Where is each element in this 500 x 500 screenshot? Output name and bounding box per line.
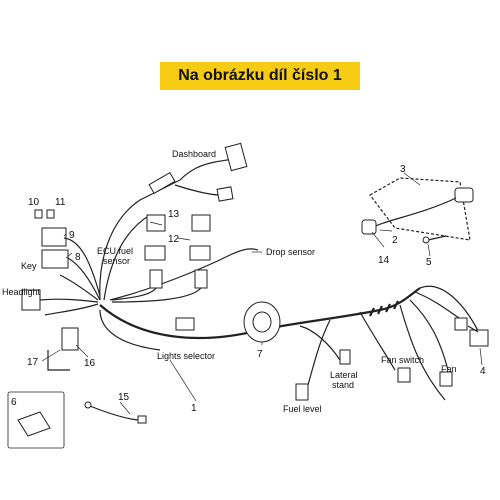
label-ecu-line1: ECU fuel xyxy=(97,246,133,256)
small-parts xyxy=(7,391,147,449)
leader-lines xyxy=(41,172,483,415)
num-14: 14 xyxy=(378,255,390,266)
num-5: 5 xyxy=(426,257,432,268)
num-4: 4 xyxy=(480,366,486,377)
main-harness xyxy=(44,179,486,401)
num-1: 1 xyxy=(191,403,197,414)
num-8: 8 xyxy=(75,252,81,263)
num-12: 12 xyxy=(168,234,180,245)
num-15: 15 xyxy=(118,392,130,403)
num-11: 11 xyxy=(55,197,66,208)
label-dashboard: Dashboard xyxy=(172,149,216,159)
label-headlight: Headlight xyxy=(2,287,41,297)
label-drop-sensor: Drop sensor xyxy=(266,247,315,257)
label-ecu-line2: sensor xyxy=(103,256,130,266)
left-connectors xyxy=(21,209,101,371)
num-10: 10 xyxy=(28,197,40,208)
label-lateral-line1: Lateral xyxy=(330,370,358,380)
num-6: 6 xyxy=(11,397,17,408)
num-16: 16 xyxy=(84,358,96,369)
dashboard-connectors xyxy=(148,142,248,202)
num-13: 13 xyxy=(168,209,180,220)
label-lights-selector: Lights selector xyxy=(157,351,215,361)
part-banner: Na obrázku díl číslo 1 xyxy=(160,62,360,90)
label-lateral-line2: stand xyxy=(332,380,354,390)
misc-connectors xyxy=(175,317,468,401)
part-numbers: 1 2 3 4 5 6 7 8 9 10 11 12 13 14 15 16 1… xyxy=(11,164,486,414)
label-key: Key xyxy=(21,261,37,271)
num-17: 17 xyxy=(27,357,39,368)
label-fan: Fan xyxy=(441,364,457,374)
num-7: 7 xyxy=(257,349,263,360)
text-labels: Dashboard ECU fuel sensor Drop sensor Ke… xyxy=(2,149,457,414)
part6-box xyxy=(7,391,65,449)
num-3: 3 xyxy=(400,164,406,175)
num-2: 2 xyxy=(392,235,398,246)
label-fan-switch: Fan switch xyxy=(381,355,424,365)
num-9: 9 xyxy=(69,230,75,241)
horn xyxy=(243,301,281,343)
right-components xyxy=(361,177,489,347)
label-fuel-level: Fuel level xyxy=(283,404,322,414)
relays xyxy=(111,214,211,303)
